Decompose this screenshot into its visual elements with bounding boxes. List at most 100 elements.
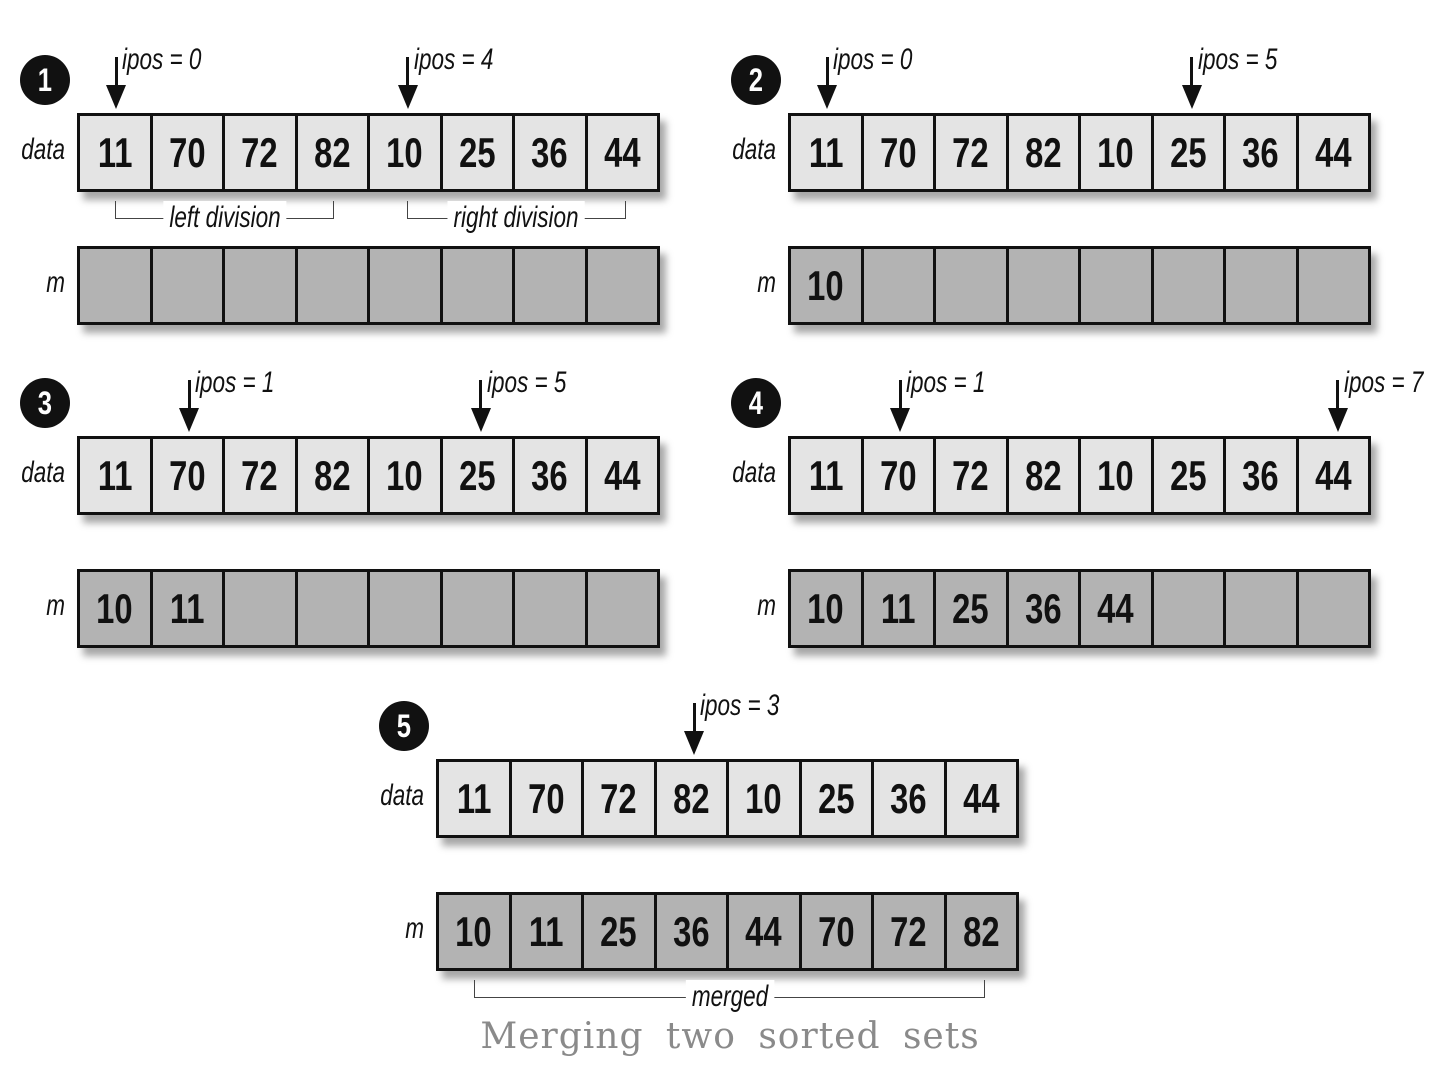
step-number-badge: 4 [731,378,781,428]
data-array-label: data [21,133,65,166]
m-cell [936,249,1009,322]
data-cell: 11 [439,762,512,835]
m-cell [1226,572,1299,645]
data-cell: 70 [153,439,225,512]
m-cell: 25 [584,895,657,968]
data-cell: 70 [864,116,936,189]
m-cell: 82 [963,907,1000,955]
data-cell: 44 [963,774,1000,822]
data-cell: 10 [1081,116,1154,189]
m-cell [1299,572,1369,645]
data-cell: 25 [443,116,515,189]
m-cell [1154,572,1226,645]
m-cell: 10 [791,249,864,322]
m-cell [1009,249,1081,322]
m-cell: 10 [439,895,512,968]
m-cell: 10 [791,572,864,645]
data-cell: 25 [443,439,515,512]
arrow-down-icon [1327,408,1348,432]
m-cell: 10 [80,572,153,645]
arrow-down-icon [890,408,911,432]
data-cell: 36 [515,116,588,189]
data-cell: 72 [584,762,657,835]
data-cell: 10 [729,762,802,835]
data-cell: 36 [1226,116,1299,189]
m-cell [80,249,153,322]
bracket-label: right division [447,201,585,235]
m-array-label: m [46,266,65,299]
data-array-label: data [21,456,65,489]
data-cell: 36 [1226,439,1299,512]
m-cell: 44 [729,895,802,968]
figure-caption: Merging two sorted sets [480,1016,980,1057]
data-array-label: data [732,456,776,489]
data-cell: 82 [298,116,370,189]
ipos-label: ipos = 0 [833,43,913,76]
ipos-label: ipos = 0 [122,43,202,76]
data-cell: 10 [1081,439,1154,512]
arrow-down-icon [817,85,838,109]
m-cell: 44 [1081,572,1154,645]
m-cell [515,572,588,645]
data-cell: 44 [1315,128,1352,176]
arrow-shaft [692,703,696,733]
m-cell: 36 [1009,572,1081,645]
data-cell: 70 [512,762,584,835]
data-cell: 72 [225,116,298,189]
data-cell: 25 [1154,439,1226,512]
arrow-down-icon [684,731,705,755]
merged-bracket: merged [474,980,985,1014]
m-array-label: m [46,589,65,622]
step-number-badge: 3 [20,378,70,428]
data-cell: 11 [80,439,153,512]
data-cell: 72 [936,439,1009,512]
data-cell: 11 [80,116,153,189]
data-cell: 36 [515,439,588,512]
left-division-bracket: left division [115,201,335,235]
data-cell: 82 [1009,439,1081,512]
arrow-shaft [1336,380,1340,410]
m-cell [588,249,658,322]
bracket-label: merged [685,980,774,1014]
m-cell: 72 [874,895,947,968]
bracket-label: left division [163,201,287,235]
data-cell: 72 [225,439,298,512]
arrow-shaft [898,380,902,410]
data-cell: 11 [791,439,864,512]
data-cell: 70 [153,116,225,189]
data-cell: 44 [604,451,641,499]
m-cell [370,572,443,645]
data-cell: 11 [791,116,864,189]
arrow-shaft [187,380,191,410]
arrow-shaft [114,57,118,87]
m-cell: 11 [864,572,936,645]
m-cell: 25 [936,572,1009,645]
m-cell: 11 [512,895,584,968]
m-cell: 11 [153,572,225,645]
arrow-down-icon [397,85,418,109]
ipos-label: ipos = 1 [195,366,275,399]
arrow-down-icon [1181,85,1202,109]
step-number-badge: 5 [379,701,429,751]
m-cell [298,572,370,645]
data-array-label: data [380,779,424,812]
m-array-label: m [405,912,424,945]
ipos-label: ipos = 7 [1343,366,1424,399]
data-cell: 10 [370,116,443,189]
m-cell: 36 [657,895,729,968]
arrow-down-icon [470,408,491,432]
data-cell: 70 [864,439,936,512]
m-cell [298,249,370,322]
arrow-shaft [479,380,483,410]
data-cell: 82 [298,439,370,512]
data-cell: 25 [802,762,874,835]
m-cell [1081,249,1154,322]
m-array-label: m [757,589,776,622]
m-cell [443,249,515,322]
